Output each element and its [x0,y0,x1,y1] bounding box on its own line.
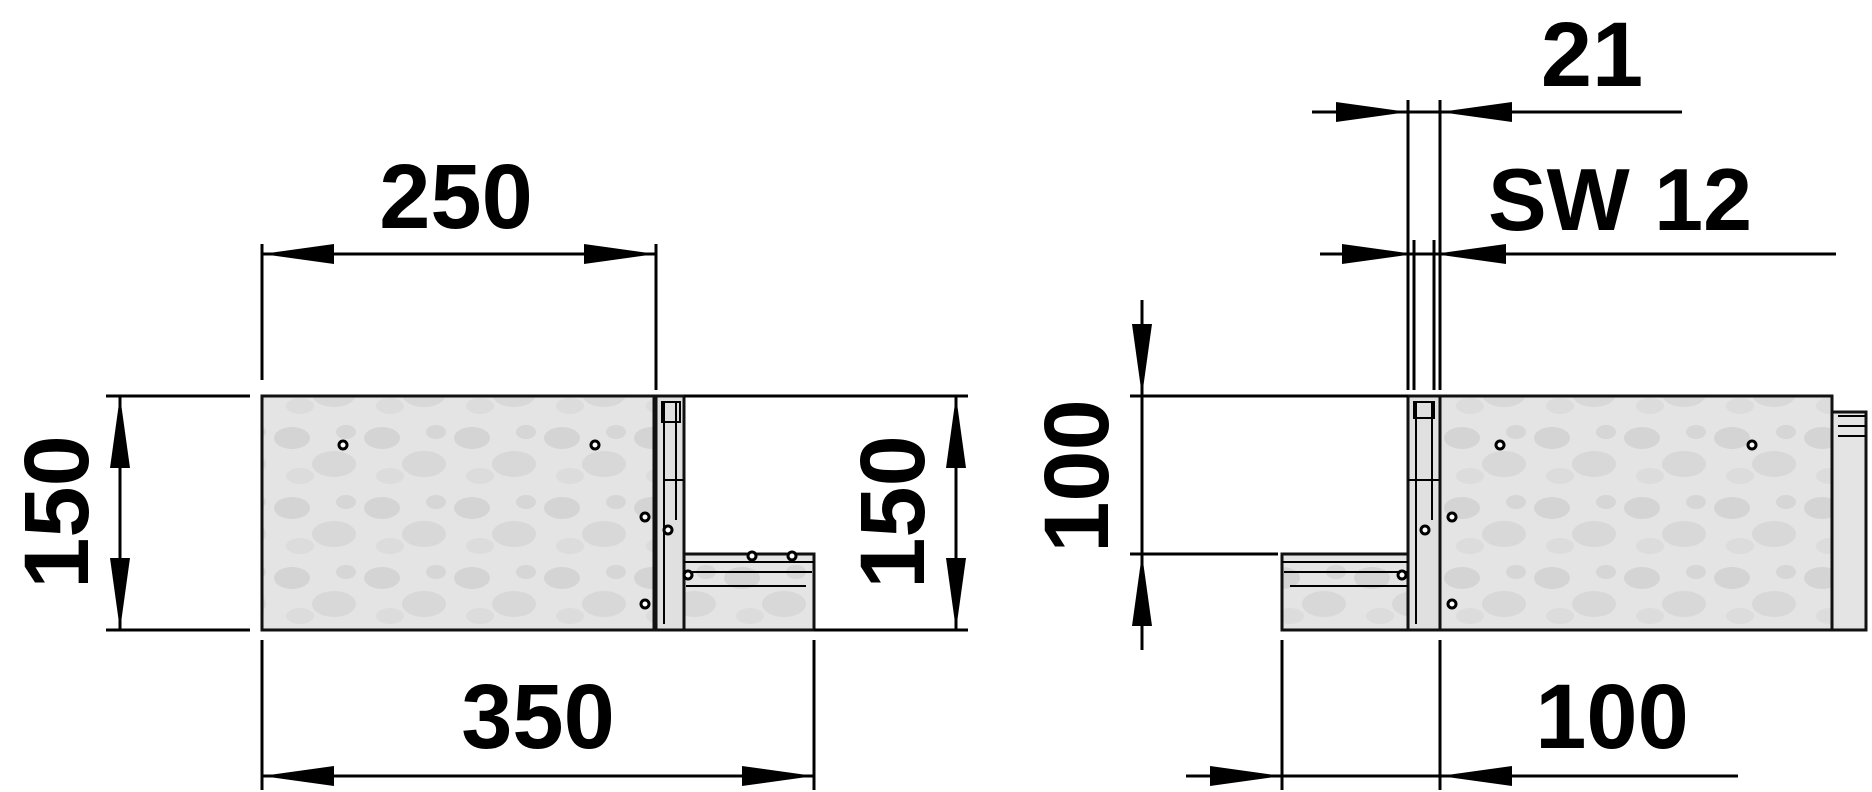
right-edge-profile [1830,410,1868,632]
dimension-outer-height: 150 [6,435,108,589]
dimension-bottom-width: 350 [461,666,615,768]
screw [1419,524,1431,536]
right-bracket-vertical [1406,394,1442,632]
dimension-right-height: 100 [1026,399,1128,553]
dimension-top-width: 250 [379,146,533,248]
screw [786,550,798,562]
screw [337,439,349,451]
screw [639,511,651,523]
screw [639,598,651,610]
right-shelf [1280,552,1410,632]
screw [682,569,694,581]
screw [1446,598,1458,610]
screw [589,439,601,451]
screw [1446,511,1458,523]
dimension-wrench-size: SW 12 [1488,150,1752,249]
dimension-inner-height: 150 [842,435,944,589]
right-view: 21 SW 12 100 100 [1026,4,1868,790]
screw [662,524,674,536]
screw [1746,439,1758,451]
dimension-right-width: 100 [1535,666,1689,768]
dimension-gap: 21 [1541,4,1643,106]
right-wall-panel [1438,394,1834,632]
screw [746,550,758,562]
left-shelf [682,552,816,632]
screw [1396,569,1408,581]
left-bracket-vertical [654,394,686,632]
left-wall-panel [260,394,656,632]
left-view: 250 350 150 150 [6,146,968,790]
screw [1494,439,1506,451]
